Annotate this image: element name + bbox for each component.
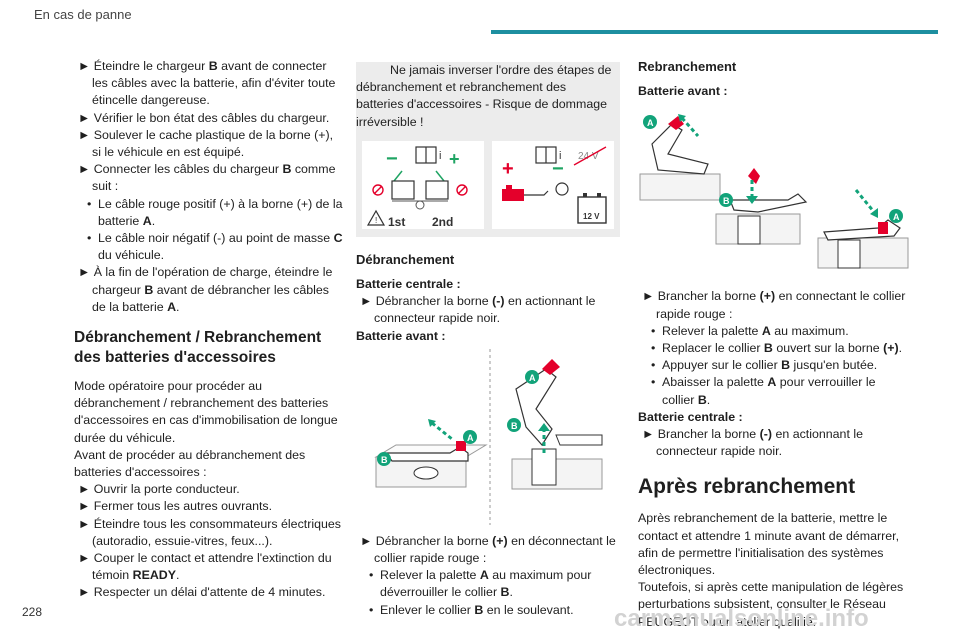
disconnection-clamp-illustration: B A A B (374, 348, 603, 525)
sub-raise-lever: Relever la palette A au maximum pour dév… (356, 567, 620, 601)
label-front-battery: Batterie avant : (356, 328, 446, 343)
heading-disconnection: Débranchement (356, 251, 455, 267)
sub-remove-collar: Enlever le collier B en le soulevant. (356, 602, 620, 619)
step-open-door: ► Ouvrir la porte conducteur. (78, 482, 240, 497)
svg-text:i: i (439, 150, 441, 162)
step-turn-off-consumers: ► Éteindre tous les consommateurs électr… (78, 516, 341, 548)
warning-box: Ne jamais inverser l'ordre des étapes de… (356, 62, 620, 237)
step-ignition-off: ► Couper le contact et attendre l'extinc… (78, 551, 332, 583)
sub-black-cable: Le câble noir négatif (-) au point de ma… (74, 230, 344, 264)
svg-text:−: − (552, 158, 564, 180)
svg-text:+: + (449, 149, 460, 169)
paragraph-connect-positive: ► Brancher la borne (+) en connectant le… (642, 289, 906, 321)
after-paragraph-2: Toutefois, si après cette manipulation d… (638, 580, 904, 629)
reconnection-clamp-illustration: A B A (639, 114, 909, 269)
svg-text:i: i (559, 150, 561, 162)
svg-text:A: A (467, 433, 474, 443)
header-accent-bar (491, 30, 938, 34)
paragraph-turn-off-charger: ► Éteindre le chargeur B avant de connec… (78, 59, 336, 108)
paragraph-connect-cables: ► Connecter les câbles du chargeur B com… (78, 162, 336, 194)
step-wait: ► Respecter un délai d'attente de 4 minu… (78, 585, 326, 600)
column-2: Ne jamais inverser l'ordre des étapes de… (356, 62, 620, 619)
paragraph-connect-negative: ► Brancher la borne (-) en actionnant le… (642, 427, 863, 459)
sub-replace-collar: Replacer le collier B ouvert sur la born… (638, 340, 910, 357)
after-paragraph-1: Après rebranchement de la batterie, mett… (638, 511, 900, 578)
svg-text:A: A (893, 212, 900, 222)
column-3: Rebranchement Batterie avant : A B A ► B… (638, 58, 910, 631)
paragraph-lift-cover: ► Soulever le cache plastique de la born… (78, 127, 334, 160)
svg-text:2nd: 2nd (432, 215, 453, 229)
label-front-battery: Batterie avant : (638, 84, 728, 99)
section-heading-accessory-batteries: Débranchement / Rebranchement des batter… (74, 329, 322, 367)
watermark: carmanualsonline.info (614, 605, 869, 632)
intro-paragraph: Mode opératoire pour procéder au débranc… (74, 379, 338, 445)
column-1: ► Éteindre le chargeur B avant de connec… (74, 58, 344, 602)
svg-text:B: B (511, 421, 518, 431)
step-close-openings: ► Fermer tous les autres ouvrants. (78, 499, 273, 514)
svg-text:A: A (647, 118, 654, 128)
paragraph-end-charge: ► À la fin de l'opération de charge, éte… (78, 265, 333, 314)
svg-text:+: + (502, 158, 514, 180)
svg-text:!: ! (375, 216, 377, 225)
sub-red-cable: Le câble rouge positif (+) à la borne (+… (74, 196, 344, 230)
sub-press-collar: Appuyer sur le collier B jusqu'en butée. (638, 357, 910, 374)
heading-reconnection: Rebranchement (638, 59, 737, 74)
book-icon: i (415, 146, 441, 164)
paragraph-disconnect-positive: ► Débrancher la borne (+) en déconnectan… (360, 533, 616, 566)
sub-lower-lever: Abaisser la palette A pour verrouiller l… (638, 374, 910, 408)
svg-text:B: B (381, 455, 388, 465)
warning-text: Ne jamais inverser l'ordre des étapes de… (356, 63, 612, 129)
page-number: 228 (22, 605, 43, 619)
before-paragraph: Avant de procéder au débranchement des b… (74, 447, 306, 480)
sub-raise-lever-max: Relever la palette A au maximum. (638, 323, 910, 340)
svg-text:A: A (529, 373, 536, 383)
section-title: En cas de panne (34, 7, 132, 22)
svg-text:1st: 1st (388, 215, 405, 229)
disconnection-order-illustration: i − + ! 1st 2nd i 24 V + − (356, 136, 620, 237)
label-central-battery: Batterie centrale : (638, 409, 743, 424)
label-central-battery: Batterie centrale : (356, 277, 461, 292)
svg-text:B: B (723, 196, 730, 206)
heading-after-reconnection: Après rebranchement (638, 475, 856, 499)
paragraph-disconnect-negative: ► Débrancher la borne (-) en actionnant … (360, 294, 596, 326)
svg-text:12 V: 12 V (583, 212, 600, 221)
svg-text:−: − (386, 148, 398, 170)
paragraph-check-cables: ► Vérifier le bon état des câbles du cha… (78, 110, 330, 125)
